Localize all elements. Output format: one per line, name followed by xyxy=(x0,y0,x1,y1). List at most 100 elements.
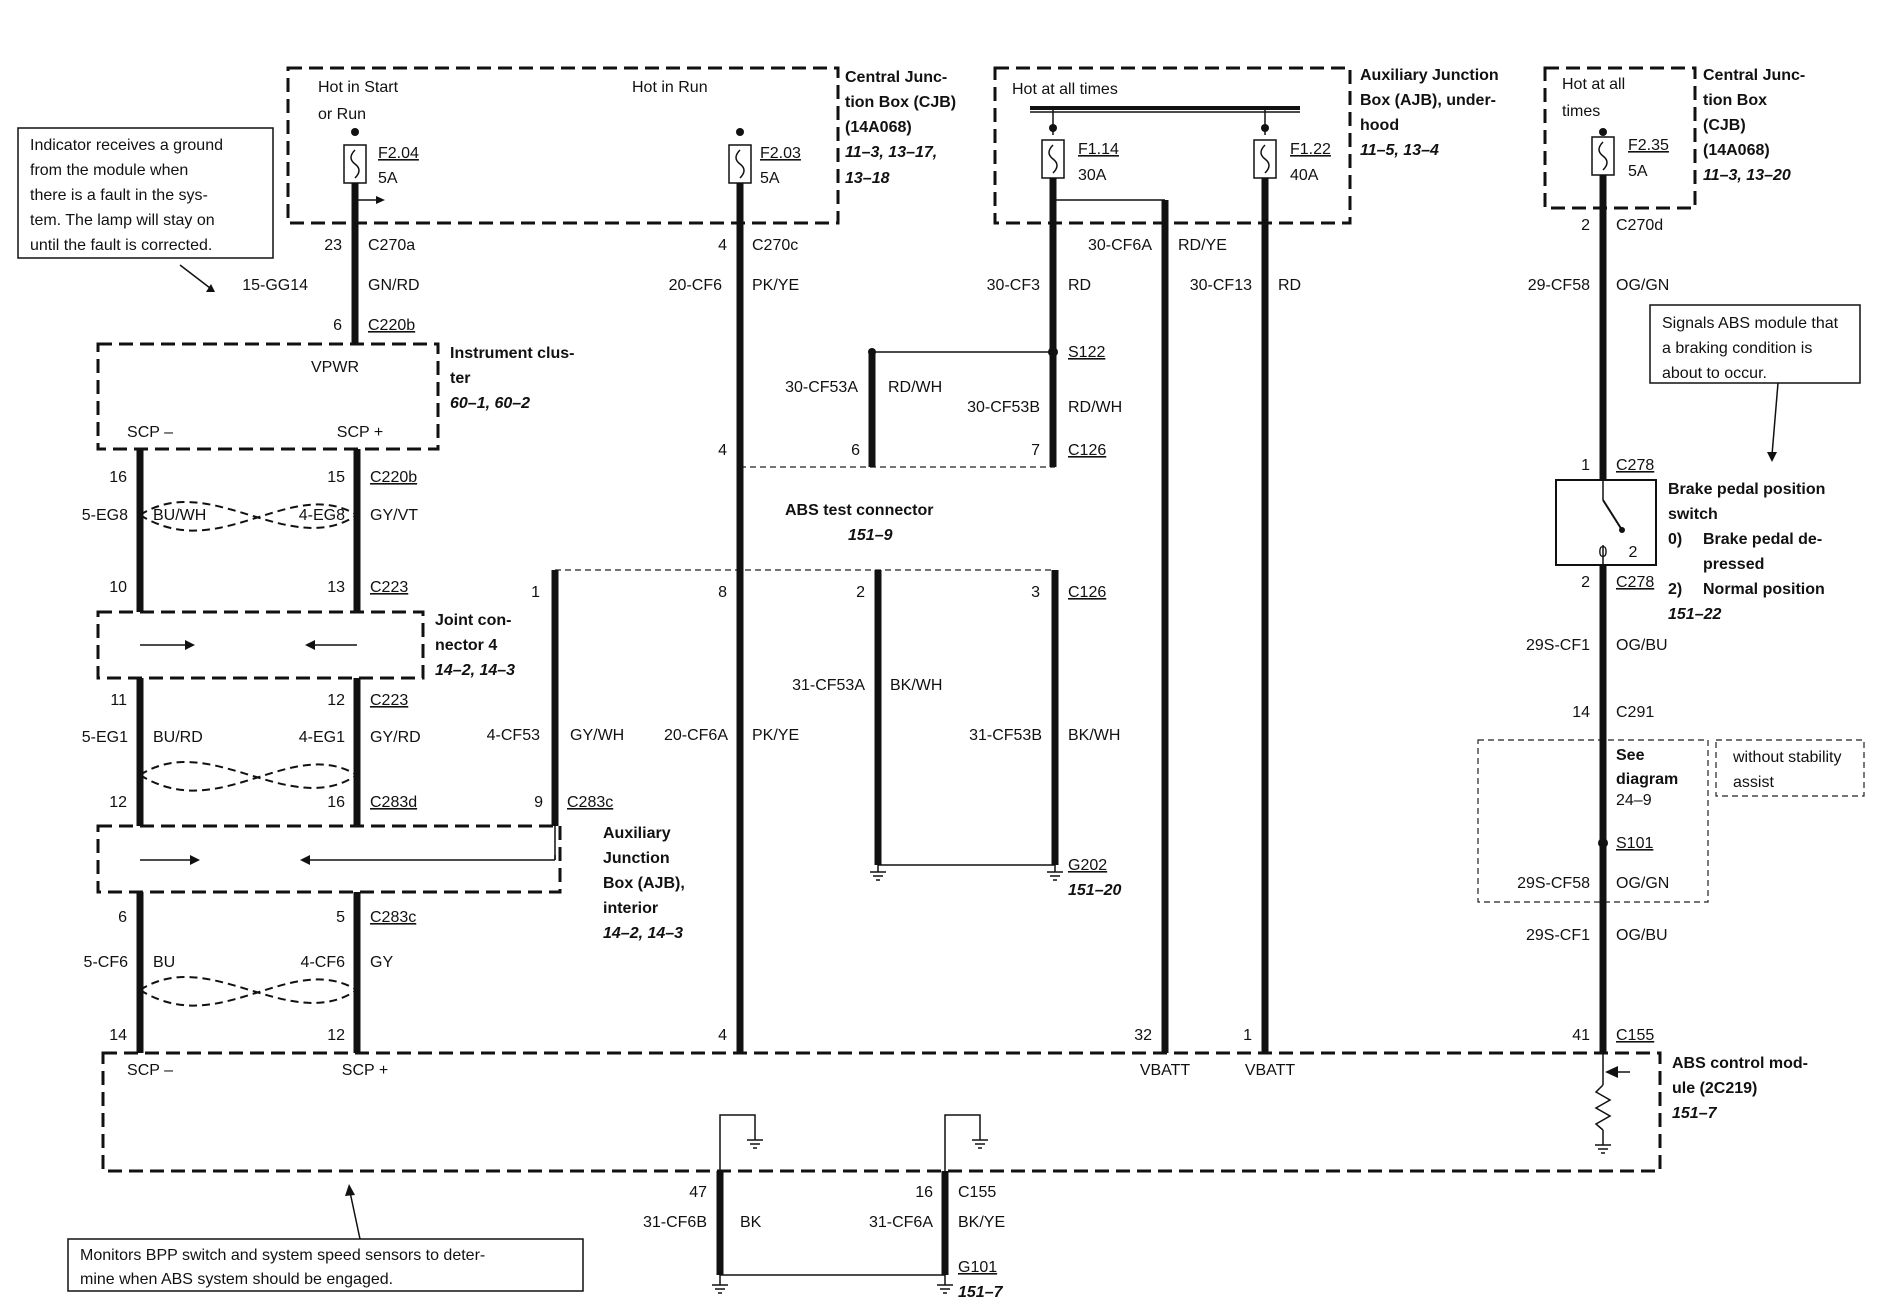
wire-label-eg8-b: 4-EG8 xyxy=(299,507,345,524)
twisted-pair-eg8 xyxy=(139,501,358,532)
pin-32: 32 xyxy=(1134,1027,1152,1044)
pin-23: 23 xyxy=(324,237,342,254)
conn-c291: C291 xyxy=(1616,704,1654,721)
note-monitors-box xyxy=(67,1238,584,1292)
note-monitors-pointer xyxy=(349,1191,361,1240)
note-indicator-5: until the fault is corrected. xyxy=(30,237,212,254)
note-without-1: without stability xyxy=(1732,749,1842,766)
wire-color-buwh: BU/WH xyxy=(153,507,206,524)
pin-14b: 14 xyxy=(109,1027,127,1044)
ground-g101-label: G101 xyxy=(958,1259,997,1276)
wire-label-eg1-b: 4-EG1 xyxy=(299,729,345,746)
dot-f114 xyxy=(1049,124,1057,132)
abs-line1: ABS control mod- xyxy=(1672,1055,1808,1072)
wire-color-ogbu: OG/BU xyxy=(1616,637,1668,654)
ajbi-ref: 14–2, 14–3 xyxy=(603,925,683,942)
brake-pedal-switch xyxy=(1555,479,1657,566)
label-vbatt-1: VBATT xyxy=(1140,1062,1191,1079)
wire-label-cf6: 20-CF6 xyxy=(669,277,722,294)
ground-g101-right-icon xyxy=(937,1275,953,1294)
label-scp-plus-2: SCP + xyxy=(342,1062,388,1079)
ajb-uh-line1: Auxiliary Junction xyxy=(1360,67,1499,84)
pin-16c: 16 xyxy=(915,1184,933,1201)
label-scp-plus: SCP + xyxy=(337,424,383,441)
jc-ref: 14–2, 14–3 xyxy=(435,662,515,679)
cjb2-line3: (CJB) xyxy=(1703,117,1746,134)
pin-1a: 1 xyxy=(1581,457,1590,474)
central-junction-box-2 xyxy=(1543,66,1697,210)
bpp-pos0-a: Brake pedal de- xyxy=(1703,531,1822,548)
wire-color-pkye: PK/YE xyxy=(752,277,799,294)
note-indicator-3: there is a fault in the sys- xyxy=(30,187,208,204)
cjb2-ref: 11–3, 13–20 xyxy=(1703,167,1791,184)
pin-2b: 2 xyxy=(1581,574,1590,591)
fuse-f204-label: F2.04 xyxy=(378,145,419,162)
bpp-pos2-a: Normal position xyxy=(1703,581,1825,598)
bpp-switch-blade xyxy=(1602,499,1623,531)
module-internal-ground-2-icon xyxy=(944,1114,988,1171)
conn-c278: C278 xyxy=(1616,457,1654,474)
pin-7t: 7 xyxy=(1031,442,1040,459)
abs-test-ref: 151–9 xyxy=(848,527,893,544)
f204-arrowhead xyxy=(376,196,385,204)
pin-12c: 12 xyxy=(327,1027,345,1044)
wire-label-cf53b-31: 31-CF53B xyxy=(969,727,1042,744)
conn-c220b-2: C220b xyxy=(370,469,417,486)
arrow-left-jc xyxy=(305,640,315,650)
wire-label-cf58: 29-CF58 xyxy=(1528,277,1590,294)
cjb1-ref2: 13–18 xyxy=(845,170,890,187)
label-hot-all-1: Hot at all xyxy=(1562,76,1625,93)
jc-line1: Joint con- xyxy=(435,612,511,629)
pin-4b: 4 xyxy=(718,442,727,459)
pin-8: 8 xyxy=(718,584,727,601)
label-hot-all: Hot at all times xyxy=(1012,81,1118,98)
see-diagram-box xyxy=(1477,739,1709,903)
wire-color-rd: RD xyxy=(1068,277,1091,294)
splice-s122-label: S122 xyxy=(1068,344,1105,361)
wire-label-cf6a-30: 30-CF6A xyxy=(1088,237,1152,254)
ajbi-line1: Auxiliary xyxy=(603,825,671,842)
wire-color-rdwh2: RD/WH xyxy=(1068,399,1122,416)
abs-test-label: ABS test connector xyxy=(785,502,933,519)
note-signals-3: about to occur. xyxy=(1662,365,1767,382)
bpp-ref: 151–22 xyxy=(1668,606,1721,623)
wire-color-bu: BU xyxy=(153,954,175,971)
cjb1-line3: (14A068) xyxy=(845,119,912,136)
wire-label-cf6-a: 5-CF6 xyxy=(84,954,129,971)
see-line3: 24–9 xyxy=(1616,792,1652,809)
wire-color-gyrd: GY/RD xyxy=(370,729,421,746)
without-stability-box xyxy=(1715,739,1865,797)
note-monitors-2: mine when ABS system should be engaged. xyxy=(80,1271,393,1288)
pin-16b: 16 xyxy=(327,794,345,811)
wire-color-ogbu2: OG/BU xyxy=(1616,927,1668,944)
ic-ref: 60–1, 60–2 xyxy=(450,395,530,412)
bpp-line2: switch xyxy=(1668,506,1718,523)
conn-c220b: C220b xyxy=(368,317,415,334)
pin-15: 15 xyxy=(327,469,345,486)
wire-color-gyvt: GY/VT xyxy=(370,507,418,524)
label-scp-minus: SCP – xyxy=(127,424,173,441)
pin-6b: 6 xyxy=(118,909,127,926)
note-signals-2: a braking condition is xyxy=(1662,340,1812,357)
label-hot-run: Hot in Run xyxy=(632,79,708,96)
ajb-uh-ref: 11–5, 13–4 xyxy=(1360,142,1439,159)
pin-6t: 6 xyxy=(851,442,860,459)
fuse-f114-icon xyxy=(1041,139,1065,179)
pin-4a: 4 xyxy=(718,237,727,254)
ajb-uh-line2: Box (AJB), under- xyxy=(1360,92,1496,109)
conn-c270c: C270c xyxy=(752,237,798,254)
cjb1-line1: Central Junc- xyxy=(845,69,947,86)
fuse-f122-label: F1.22 xyxy=(1290,141,1331,158)
wire-label-cf6a-31: 31-CF6A xyxy=(869,1214,933,1231)
pin-41: 41 xyxy=(1572,1027,1590,1044)
ground-g202-ref: 151–20 xyxy=(1068,882,1121,899)
instrument-cluster-box xyxy=(96,342,440,451)
conn-c283c: C283c xyxy=(370,909,416,926)
wire-color-pkye2: PK/YE xyxy=(752,727,799,744)
wire-label-eg8-a: 5-EG8 xyxy=(82,507,128,524)
conn-c223-2: C223 xyxy=(370,692,408,709)
arrow-right-jc xyxy=(185,640,195,650)
twisted-pair-eg1 xyxy=(139,761,358,792)
label-vbatt-2: VBATT xyxy=(1245,1062,1296,1079)
joint-connector-4-box xyxy=(96,610,425,680)
